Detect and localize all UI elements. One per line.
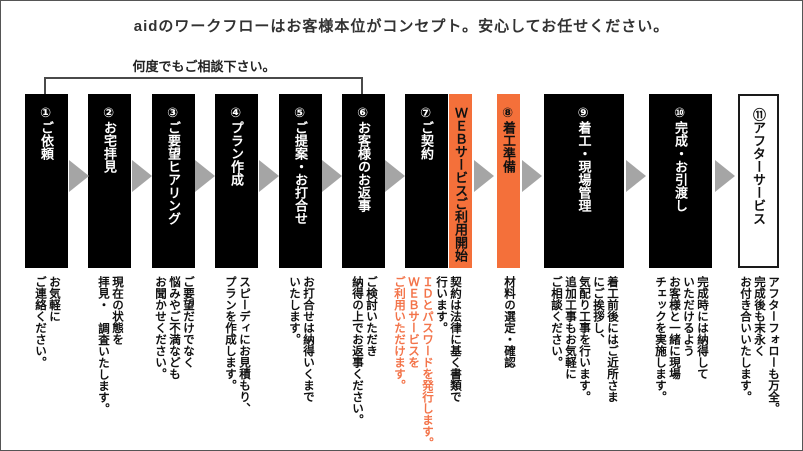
step-desc-7-web-note: ＩＤとパスワードを発行します。 ＷＥＢサービスを ご利用いただけます。 bbox=[393, 276, 433, 449]
arrow-right-icon bbox=[626, 160, 646, 192]
step-label-2: ②お宅拝見 bbox=[102, 106, 117, 173]
step-desc-7-main: 契約は法律に基く書類で 行います。 bbox=[435, 276, 461, 403]
step-box-11: ⑪アフターサービス bbox=[738, 94, 779, 268]
step-desc-11: アフターフォローも万全。 完成後も末永く お付き合いいたします。 bbox=[739, 276, 779, 414]
arrow-right-icon bbox=[522, 160, 542, 192]
step-desc-5: お打合せは納得いくまで いたします。 bbox=[288, 276, 314, 403]
step-desc-1: お気軽に ご連絡ください。 bbox=[34, 276, 60, 368]
loop-annotation-label: 何度でもご相談下さい。 bbox=[132, 59, 276, 74]
step-desc-10: 完成時には納得して いただけるよう お客様と一緒に現場 チェックを実施します。 bbox=[654, 276, 708, 403]
step-desc-9: 着工前後にはご近所さま にご挨拶し、 気配り工事を行います。 追加工事もお気軽に… bbox=[550, 276, 618, 403]
step-label-web-service: ＷＥＢサービスご利用開始 bbox=[453, 106, 468, 262]
arrow-right-icon bbox=[385, 160, 405, 192]
step-desc-2: 現在の状態を 拝見・ 調査いたします。 bbox=[97, 276, 123, 415]
step-box-8: ⑧着工準備 bbox=[497, 94, 520, 268]
step-box-web-service: ＷＥＢサービスご利用開始 bbox=[449, 94, 472, 268]
step-box-5: ⑤ご提案・お打合せ bbox=[279, 94, 322, 268]
step-desc-7: 契約は法律に基く書類で 行います。ＩＤとパスワードを発行します。 ＷＥＢサービス… bbox=[392, 276, 462, 450]
step-label-7: ⑦ご契約 bbox=[419, 106, 434, 160]
step-box-4: ④プラン作成 bbox=[215, 94, 258, 268]
step-label-1: ①ご依頼 bbox=[39, 106, 54, 160]
step-label-4: ④プラン作成 bbox=[229, 106, 244, 186]
step-label-11: ⑪アフターサービス bbox=[751, 108, 766, 225]
step-label-10: ⑩完成・お引渡し bbox=[673, 106, 688, 212]
arrow-right-icon bbox=[322, 160, 342, 192]
step-box-10: ⑩完成・お引渡し bbox=[649, 94, 712, 268]
arrow-right-icon bbox=[195, 160, 215, 192]
arrow-right-icon bbox=[474, 160, 494, 192]
arrow-right-icon bbox=[715, 160, 735, 192]
step-box-7: ⑦ご契約 bbox=[405, 94, 448, 268]
step-box-6: ⑥お客様のお返事 bbox=[342, 94, 385, 268]
arrow-right-icon bbox=[69, 160, 89, 192]
step-desc-6: ご検討いただき 納得の上でお返事ください。 bbox=[351, 276, 377, 426]
step-desc-3: ご要望だけでなく 悩みやご不満なども お聞かせください。 bbox=[154, 276, 194, 380]
page-title: aidのワークフローはお客様本位がコンセプト。安心してお任せください。 bbox=[133, 18, 670, 35]
step-desc-4: スピーディにお見積もり、 プランを作成します。 bbox=[224, 276, 250, 414]
arrow-right-icon bbox=[259, 160, 279, 192]
step-desc-8: 材料の選定・確認 bbox=[503, 276, 515, 368]
step-label-3: ③ご要望ヒアリング bbox=[166, 106, 181, 225]
step-box-1: ①ご依頼 bbox=[25, 94, 68, 268]
arrow-right-icon bbox=[132, 160, 152, 192]
step-label-6: ⑥お客様のお返事 bbox=[356, 106, 371, 212]
step-label-5: ⑤ご提案・お打合せ bbox=[293, 106, 308, 225]
step-label-9: ⑨着工・現場管理 bbox=[576, 106, 592, 212]
step-label-8: ⑧着工準備 bbox=[501, 106, 516, 173]
step-box-9: ⑨着工・現場管理 bbox=[544, 94, 624, 268]
step-box-2: ②お宅拝見 bbox=[88, 94, 131, 268]
step-box-3: ③ご要望ヒアリング bbox=[152, 94, 195, 268]
